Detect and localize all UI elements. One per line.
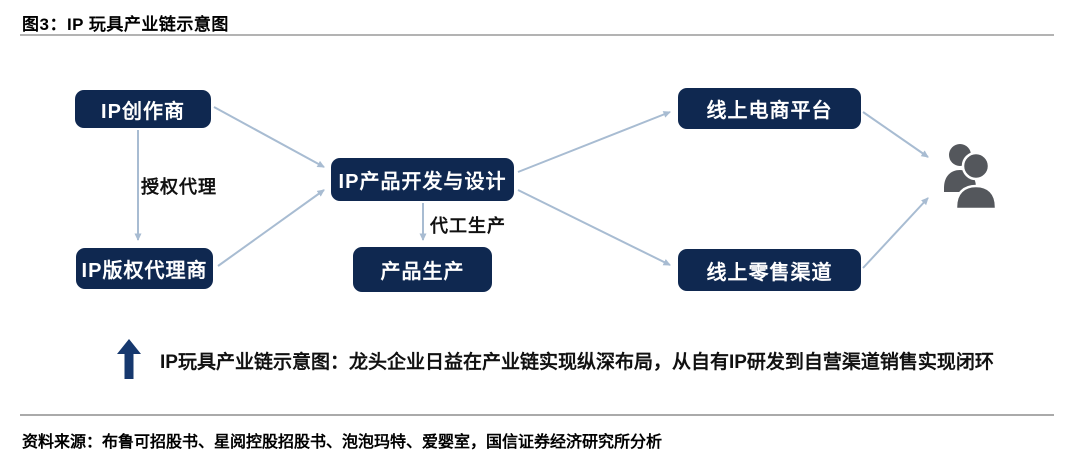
edge-label-oem-production: 代工生产	[430, 216, 506, 236]
figure-title: 图3：IP 玩具产业链示意图	[22, 15, 229, 34]
node-product-manufacturing: 产品生产	[353, 247, 492, 292]
node-ip-creator: IP创作商	[75, 90, 211, 128]
node-ip-product-development: IP产品开发与设计	[331, 158, 514, 201]
title-divider	[20, 34, 1054, 36]
source-text: 资料来源：布鲁可招股书、星阅控股招股书、泡泡玛特、爱婴室，国信证券经济研究所分析	[22, 434, 663, 451]
node-online-retail-channel: 线上零售渠道	[678, 249, 861, 291]
up-arrow-icon	[117, 339, 141, 379]
node-online-ecommerce-platform: 线上电商平台	[678, 88, 861, 129]
source-divider	[20, 414, 1054, 416]
node-ip-copyright-agent: IP版权代理商	[76, 248, 213, 289]
annotation-text: IP玩具产业链示意图：龙头企业日益在产业链实现纵深布局，从自有IP研发到自营渠道…	[160, 352, 994, 373]
edge-label-license-agency: 授权代理	[141, 177, 217, 197]
users-icon	[944, 144, 998, 211]
